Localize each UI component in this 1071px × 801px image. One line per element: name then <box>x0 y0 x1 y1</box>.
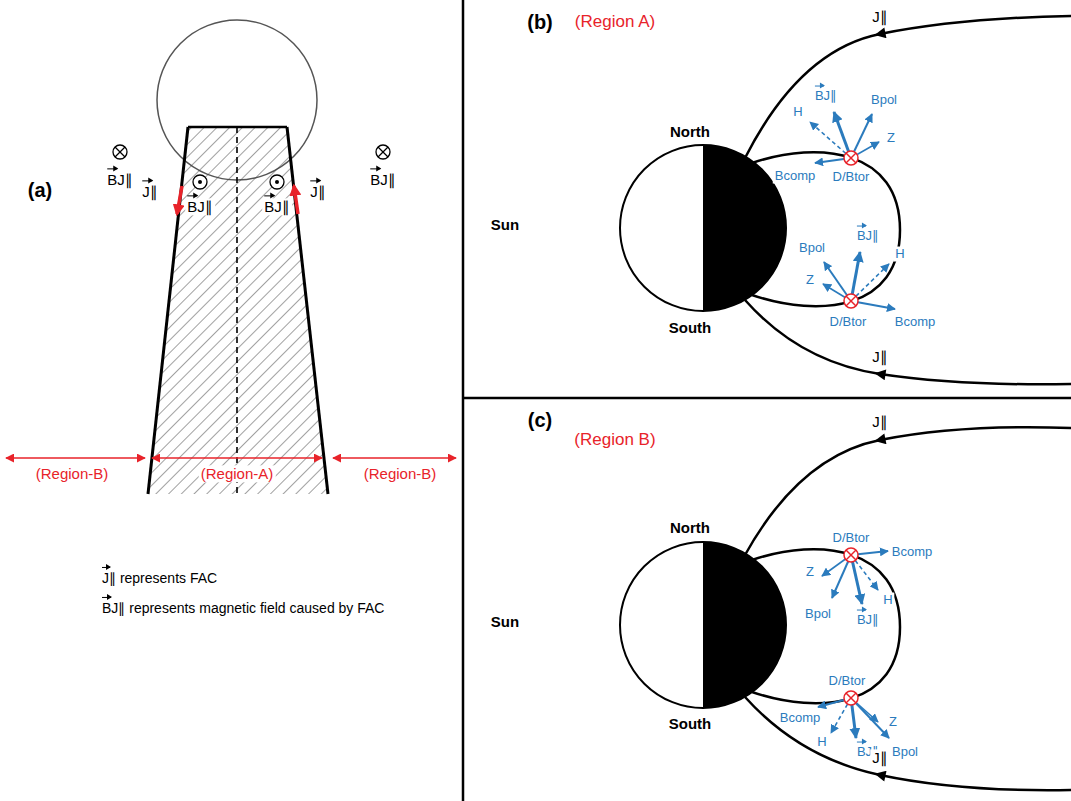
region-edge <box>287 127 328 494</box>
earth-night-side <box>703 542 786 708</box>
component-label: Bpol <box>797 241 827 256</box>
into-page-cross <box>846 296 856 306</box>
panel-letter: (a) <box>26 179 54 202</box>
component-label: Bcomp <box>893 315 937 330</box>
field-line <box>752 549 900 703</box>
vector-label: BJ∥ <box>262 198 292 215</box>
center-line <box>236 127 238 494</box>
into-page-symbol <box>844 294 858 308</box>
vector-label: BJ∥ <box>105 171 135 188</box>
into-page-symbol <box>844 691 858 705</box>
vector-arrow <box>851 698 889 738</box>
component-label: Bcomp <box>890 545 934 560</box>
into-page-symbol <box>844 548 858 562</box>
vector-label: J∥ <box>140 183 160 200</box>
place-label: North <box>668 123 712 140</box>
component-label: BJ∥ <box>855 229 881 244</box>
into-page-cross <box>115 147 125 157</box>
field-line <box>752 152 900 306</box>
component-label: D/Btor <box>827 674 868 689</box>
into-page-cross <box>846 296 856 306</box>
field-line <box>745 300 1071 384</box>
region-title: (Region A) <box>573 12 657 32</box>
component-label: D/Btor <box>828 315 869 330</box>
out-of-page-symbol <box>193 175 207 189</box>
into-page-cross <box>846 153 856 163</box>
component-label: Bcomp <box>773 169 817 184</box>
region-span-arrow <box>6 457 145 459</box>
earth-day-side <box>620 542 786 708</box>
component-label: H <box>791 105 804 120</box>
component-label: Z <box>887 715 899 730</box>
panel-letter: (c) <box>526 409 554 432</box>
component-label: Bcomp <box>778 711 822 726</box>
place-label: South <box>667 319 714 336</box>
region-span-arrow <box>152 457 322 459</box>
place-label: Sun <box>489 216 521 233</box>
component-label: Z <box>885 131 897 146</box>
component-label: H <box>815 735 828 750</box>
component-label: Z <box>804 565 816 580</box>
panel-divider <box>462 0 465 801</box>
component-label: H <box>881 593 894 608</box>
field-line <box>745 16 1071 158</box>
vector-arrow <box>851 264 889 301</box>
vector-label: J∥ <box>870 749 890 766</box>
region-label: (Region-B) <box>34 465 111 482</box>
component-label: Bpol <box>890 745 920 760</box>
into-page-cross <box>378 147 388 157</box>
field-line <box>745 427 1071 555</box>
into-page-cross <box>378 147 388 157</box>
component-label: Z <box>804 273 816 288</box>
place-label: Sun <box>489 613 521 630</box>
region-span-arrow <box>333 457 456 459</box>
out-of-page-dot <box>275 180 279 184</box>
into-page-cross <box>846 693 856 703</box>
legend-note: BJ∥ represents magnetic field caused by … <box>100 600 386 616</box>
earth-day-side <box>620 145 786 311</box>
region-label: (Region-A) <box>199 465 276 482</box>
vector-label: J∥ <box>870 8 890 25</box>
into-page-cross <box>846 550 856 560</box>
place-label: North <box>668 519 712 536</box>
component-label: H <box>893 247 906 262</box>
into-page-symbol <box>376 145 390 159</box>
panel-letter: (b) <box>525 11 555 34</box>
out-of-page-dot <box>198 180 202 184</box>
fac-arrow <box>294 186 298 214</box>
component-label: Bpol <box>803 607 833 622</box>
vector-label: J∥ <box>308 183 328 200</box>
into-page-cross <box>846 153 856 163</box>
region-label: (Region-B) <box>362 465 439 482</box>
component-label: BJ∥ <box>855 613 881 628</box>
vector-label: BJ∥ <box>368 171 398 188</box>
into-page-cross <box>846 693 856 703</box>
into-page-cross <box>846 550 856 560</box>
vector-label: J∥ <box>870 348 890 365</box>
into-page-symbol <box>844 151 858 165</box>
fac-arrow <box>177 186 182 214</box>
into-page-symbol <box>113 145 127 159</box>
region-title: (Region B) <box>572 430 657 450</box>
component-label: Bpol <box>869 93 899 108</box>
component-label: D/Btor <box>831 170 872 185</box>
out-of-page-symbol <box>270 175 284 189</box>
panel-divider <box>463 397 1071 400</box>
component-label: D/Btor <box>831 531 872 546</box>
hatched-region <box>148 127 328 494</box>
vector-label: BJ∥ <box>185 198 215 215</box>
region-edge <box>148 127 188 494</box>
vector-arrow <box>810 122 851 158</box>
vector-label: J∥ <box>870 413 890 430</box>
field-line <box>745 697 1071 790</box>
into-page-cross <box>115 147 125 157</box>
legend-note: J∥ represents FAC <box>100 570 219 586</box>
place-label: South <box>667 715 714 732</box>
component-label: BJ∥ <box>813 89 839 104</box>
